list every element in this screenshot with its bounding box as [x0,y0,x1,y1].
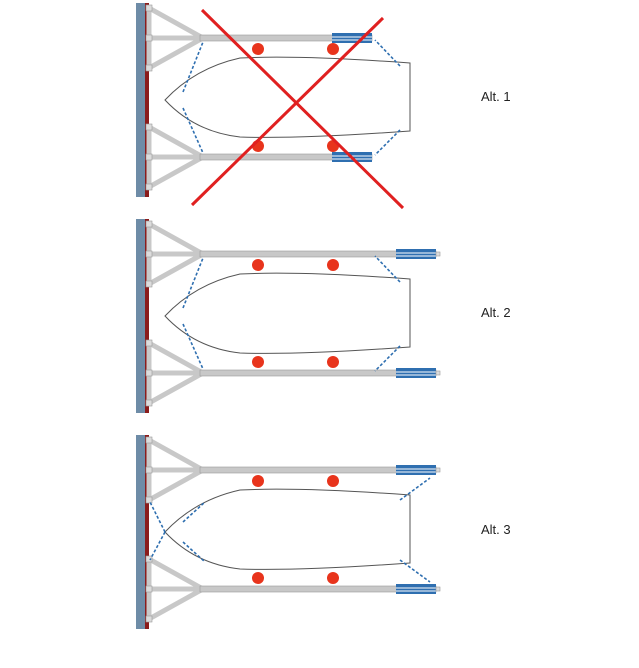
joint [145,339,153,347]
joint [145,4,153,12]
alt-3-group [136,435,441,629]
mooring-line [399,559,431,583]
boom-end [396,465,436,475]
pier [136,219,145,413]
joint [145,280,153,288]
cross-line [200,8,405,210]
boom-cap [435,251,441,257]
fender [327,572,339,584]
joint [145,250,153,258]
pier [136,3,145,197]
mooring-line [149,501,166,533]
alt-2-label: Alt. 2 [481,305,511,320]
boom-end [396,584,436,594]
cross-out-mark [190,8,405,210]
pier-edge [145,3,149,197]
boat-hull [164,56,411,138]
mooring-line [182,41,204,93]
alt-3-label: Alt. 3 [481,522,511,537]
joint [145,220,153,228]
joint [145,399,153,407]
boom-cap [435,586,441,592]
lower-boom [145,339,441,407]
boom-cap [435,467,441,473]
alt-1-group [136,3,411,210]
upper-boom [145,220,441,288]
joint [145,369,153,377]
mooring-line [149,531,166,561]
pier-edge [145,219,149,413]
joint [145,183,153,191]
joint [145,496,153,504]
cross-line [190,16,385,207]
mooring-line [399,477,431,501]
joint [145,153,153,161]
mooring-line [374,39,401,67]
fender [252,43,264,55]
fender [252,356,264,368]
fender [327,356,339,368]
joint [145,123,153,131]
fender [327,475,339,487]
joint [145,466,153,474]
fender [252,475,264,487]
boat-hull [164,488,411,570]
pier-edge [145,435,149,629]
fender [327,43,339,55]
mooring-line [374,129,401,156]
mooring-line [182,323,204,370]
fender [252,259,264,271]
fender [252,572,264,584]
joint [145,34,153,42]
boom-cap [435,370,441,376]
alt-1-label: Alt. 1 [481,89,511,104]
boom-end [332,33,372,43]
boom-end [396,368,436,378]
boat-hull [164,272,411,354]
joint [145,436,153,444]
boom-end [396,249,436,259]
mooring-line [374,255,401,283]
mooring-line [182,257,204,309]
mooring-line [182,107,204,154]
joint [145,64,153,72]
upper-boom [145,436,441,504]
joint [145,585,153,593]
alt-2-group [136,219,441,413]
pier [136,435,145,629]
joint [145,615,153,623]
fender [327,259,339,271]
mooring-line [374,345,401,372]
joint [145,555,153,563]
lower-boom [145,555,441,623]
